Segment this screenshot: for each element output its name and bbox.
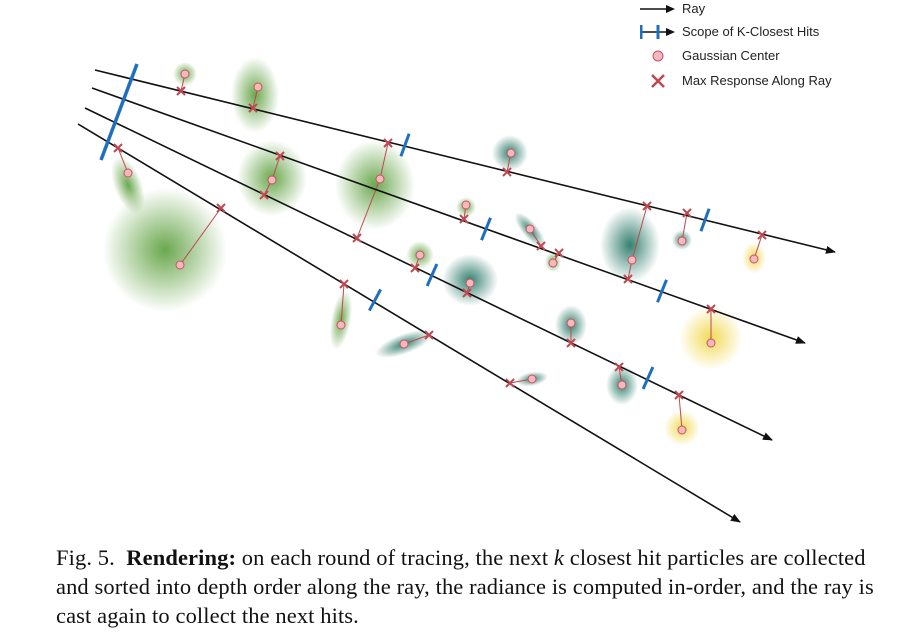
max-response-x-icon (757, 230, 767, 240)
gaussian-center-icon (652, 50, 664, 62)
max-response-x-icon (614, 362, 624, 372)
legend-ray-label: Ray (682, 1, 706, 16)
ray-2 (91, 87, 806, 344)
legend-max-label: Max Response Along Ray (682, 73, 832, 88)
gaussian-center (525, 224, 535, 234)
max-response-x-icon (505, 378, 515, 388)
rendering-diagram (77, 57, 836, 523)
max-response-x-icon (383, 138, 393, 148)
gaussian-center (123, 168, 133, 178)
gaussian-center (180, 69, 190, 79)
teal-gaussian-blob (600, 207, 660, 283)
caption-label: Fig. 5. (56, 545, 115, 570)
center-to-max-link (631, 205, 648, 261)
max-response-x-icon (554, 248, 564, 258)
center-to-max-link (678, 394, 683, 431)
max-response-x-icon (682, 208, 692, 218)
max-response-x-icon (651, 74, 665, 88)
scope-end-marker (699, 208, 711, 232)
max-response-x-icon (275, 151, 285, 161)
max-response-x-icon (216, 203, 226, 213)
center-to-max-link (379, 142, 389, 180)
gaussian-center (465, 278, 475, 288)
gaussian-center (706, 338, 716, 348)
gaussian-center (375, 174, 385, 184)
gaussian-center (527, 374, 537, 384)
caption-k: k (553, 545, 565, 570)
max-response-x-icon (410, 263, 420, 273)
max-response-x-icon (502, 167, 512, 177)
ray-3 (84, 107, 773, 441)
max-response-x-icon (176, 86, 186, 96)
green-gaussian-blob (335, 140, 415, 230)
gaussian-center (548, 258, 558, 268)
gaussian-center (336, 320, 346, 330)
gaussian-center (506, 148, 516, 158)
ray-1 (94, 69, 836, 254)
scope-end-marker (480, 217, 492, 241)
legend-scope-label: Scope of K-Closest Hits (682, 24, 820, 39)
scope-end-marker (656, 279, 668, 303)
gaussian-center (749, 254, 759, 264)
gaussian-center (566, 318, 576, 328)
gaussian-center (415, 250, 425, 260)
green-gaussian-blob (111, 156, 145, 214)
max-response-x-icon (674, 390, 684, 400)
max-response-x-icon (459, 214, 469, 224)
max-response-x-icon (424, 330, 434, 340)
scope-start-marker (99, 63, 139, 161)
max-response-x-icon (623, 274, 633, 284)
gaussian-center (267, 175, 277, 185)
gaussian-center (461, 200, 471, 210)
ray-arrow-icon (640, 5, 675, 13)
gaussian-center (677, 236, 687, 246)
caption-bold: Rendering: (126, 545, 237, 570)
ray-4 (77, 123, 741, 523)
max-response-x-icon (259, 190, 269, 200)
max-response-x-icon (113, 143, 123, 153)
gaussian-center (627, 255, 637, 265)
caption-text-1: on each round of tracing, the next (236, 545, 554, 570)
gaussian-center (617, 380, 627, 390)
max-response-x-icon (566, 338, 576, 348)
legend-center-label: Gaussian Center (682, 48, 780, 63)
scope-marker-icon (640, 25, 675, 39)
scope-end-marker (368, 288, 382, 312)
green-gaussian-blob (103, 188, 227, 312)
max-response-x-icon (248, 103, 258, 113)
max-response-x-icon (642, 201, 652, 211)
center-to-max-link (340, 283, 345, 326)
gaussian-center (399, 339, 409, 349)
gaussian-center (253, 82, 263, 92)
scope-end-marker (399, 133, 411, 157)
max-response-x-icon (339, 279, 349, 289)
gaussian-center (677, 425, 687, 435)
max-response-x-icon (536, 241, 546, 251)
max-response-x-icon (352, 233, 362, 243)
figure-caption: Fig. 5. Rendering: on each round of trac… (56, 543, 876, 630)
scope-end-marker (425, 263, 439, 287)
green-gaussian-blob (231, 57, 279, 133)
gaussian-center (175, 260, 185, 270)
max-response-x-icon (462, 288, 472, 298)
center-to-max-link (179, 207, 222, 266)
scope-end-marker (641, 366, 655, 390)
center-to-max-link (681, 212, 688, 242)
max-response-x-icon (706, 304, 716, 314)
caption-text-2: closest hit particles are collected and … (56, 545, 874, 628)
